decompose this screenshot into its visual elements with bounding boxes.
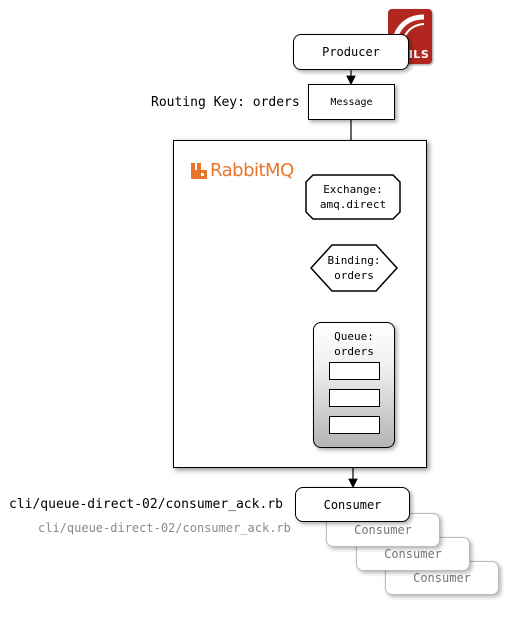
producer-label: Producer bbox=[322, 45, 380, 59]
queue-message-slot bbox=[329, 416, 380, 434]
binding-line1: Binding: bbox=[327, 254, 381, 267]
queue-line1: Queue: bbox=[334, 330, 374, 343]
rabbitmq-icon bbox=[191, 162, 207, 179]
exchange-shape bbox=[305, 174, 401, 220]
exchange-line1: Exchange: bbox=[323, 183, 383, 196]
routing-key-label: Routing Key: orders bbox=[151, 95, 300, 110]
queue-message-slot bbox=[329, 389, 380, 407]
queue-line2: orders bbox=[334, 345, 374, 358]
message-label: Message bbox=[330, 96, 373, 108]
rabbitmq-brand: RabbitMQ bbox=[210, 160, 294, 181]
binding-node: Binding: orders bbox=[310, 244, 398, 292]
message-node: Message bbox=[308, 84, 395, 120]
exchange-line2: amq.direct bbox=[319, 198, 387, 211]
binding-line2: orders bbox=[334, 269, 374, 282]
consumer-label: Consumer bbox=[323, 497, 382, 512]
producer-node: Producer bbox=[293, 34, 409, 70]
exchange-node: Exchange: amq.direct bbox=[305, 174, 401, 220]
queue-title: Queue: orders bbox=[313, 329, 395, 359]
consumer-copy-label: Consumer bbox=[354, 523, 412, 537]
consumer-script-path-faded: cli/queue-direct-02/consumer_ack.rb bbox=[38, 521, 291, 535]
consumer-script-path: cli/queue-direct-02/consumer_ack.rb bbox=[9, 497, 283, 512]
consumer-node: Consumer bbox=[295, 487, 410, 522]
queue-message-slot bbox=[329, 362, 380, 380]
consumer-copy-label: Consumer bbox=[384, 547, 442, 561]
consumer-copy-label: Consumer bbox=[413, 571, 471, 585]
binding-shape bbox=[310, 244, 398, 292]
rabbitmq-logo: RabbitMQ bbox=[190, 160, 294, 181]
